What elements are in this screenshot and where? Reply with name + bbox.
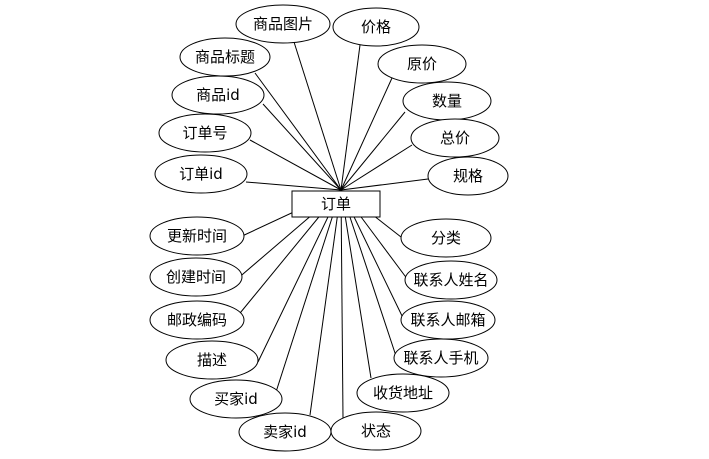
attribute-order-number: 订单号 (158, 113, 252, 153)
connector-original-price (340, 77, 393, 191)
attribute-label: 商品id (196, 86, 240, 104)
attribute-postal-code: 邮政编码 (149, 300, 245, 340)
attribute-ellipse (400, 218, 492, 258)
attribute-contact-email: 联系人邮箱 (400, 300, 496, 340)
attribute-ellipse (149, 257, 243, 297)
attribute-label: 邮政编码 (167, 311, 227, 329)
attribute-label: 订单id (179, 165, 223, 183)
connector-description (257, 189, 342, 363)
attribute-label: 订单号 (182, 124, 227, 142)
attribute-label: 更新时间 (167, 227, 227, 245)
attribute-label: 分类 (431, 229, 461, 247)
connector-buyer-id (275, 189, 342, 393)
connector-order-number (249, 139, 342, 191)
attribute-original-price: 原价 (377, 44, 467, 84)
connector-price (340, 44, 361, 191)
attribute-ellipse (154, 154, 248, 194)
attribute-buyer-id: 买家id (189, 379, 283, 419)
attribute-label: 联系人姓名 (413, 271, 488, 289)
attribute-label: 商品标题 (195, 48, 255, 66)
attribute-create-time: 创建时间 (149, 257, 243, 297)
attribute-label: 描述 (197, 351, 227, 369)
attribute-spec: 规格 (427, 156, 509, 196)
attribute-ellipse (332, 7, 420, 47)
attribute-description: 描述 (165, 340, 259, 380)
attribute-label: 卖家id (263, 423, 307, 441)
attribute-ellipse (158, 113, 252, 153)
attribute-label: 原价 (407, 55, 437, 73)
attribute-label: 规格 (453, 167, 483, 185)
attribute-image: 商品图片 (235, 4, 331, 44)
attribute-ellipse (356, 373, 450, 413)
connector-seller-id (309, 189, 342, 416)
attribute-category: 分类 (400, 218, 492, 258)
attribute-update-time: 更新时间 (149, 216, 245, 256)
connector-title (254, 72, 342, 191)
attribute-label: 商品图片 (253, 15, 313, 33)
connector-shipping-address (340, 189, 372, 379)
attribute-label: 价格 (361, 18, 391, 36)
attribute-ellipse (149, 300, 245, 340)
attribute-title: 商品标题 (179, 37, 271, 77)
connector-total (340, 144, 413, 191)
attribute-label: 联系人邮箱 (410, 311, 485, 329)
connector-contact-phone (340, 189, 397, 357)
attribute-label: 收货地址 (373, 384, 433, 402)
attribute-ellipse (189, 379, 283, 419)
attribute-label: 数量 (432, 92, 462, 110)
attribute-label: 总价 (440, 129, 470, 147)
attribute-ellipse (427, 156, 509, 196)
attribute-ellipse (377, 44, 467, 84)
attribute-label: 联系人手机 (403, 349, 478, 367)
connector-spec (340, 178, 429, 191)
attribute-label: 买家id (214, 390, 258, 408)
attribute-label: 状态 (361, 422, 391, 440)
attribute-ellipse (171, 75, 265, 115)
attribute-ellipse (149, 216, 245, 256)
attribute-seller-id: 卖家id (238, 412, 332, 452)
entity-order: 订单 (291, 190, 381, 218)
connector-product-id (262, 103, 342, 191)
attribute-ellipse (410, 118, 500, 158)
attribute-quantity: 数量 (402, 81, 492, 121)
attribute-ellipse (330, 411, 422, 451)
connector-quantity (340, 111, 406, 191)
attribute-shipping-address: 收货地址 (356, 373, 450, 413)
attribute-ellipse (393, 338, 489, 378)
attribute-status: 状态 (330, 411, 422, 451)
connector-order-id (245, 181, 342, 191)
attribute-total: 总价 (410, 118, 500, 158)
attribute-price: 价格 (332, 7, 420, 47)
attribute-ellipse (404, 260, 498, 300)
connector-status (340, 189, 344, 419)
entity-label: 订单 (321, 195, 351, 213)
attribute-contact-name: 联系人姓名 (404, 260, 498, 300)
attribute-product-id: 商品id (171, 75, 265, 115)
attribute-contact-phone: 联系人手机 (393, 338, 489, 378)
entity-box (291, 190, 381, 218)
connector-image (293, 41, 342, 191)
attribute-label: 创建时间 (166, 268, 226, 286)
attribute-ellipse (165, 340, 259, 380)
attribute-order-id: 订单id (154, 154, 248, 194)
attribute-ellipse (235, 4, 331, 44)
